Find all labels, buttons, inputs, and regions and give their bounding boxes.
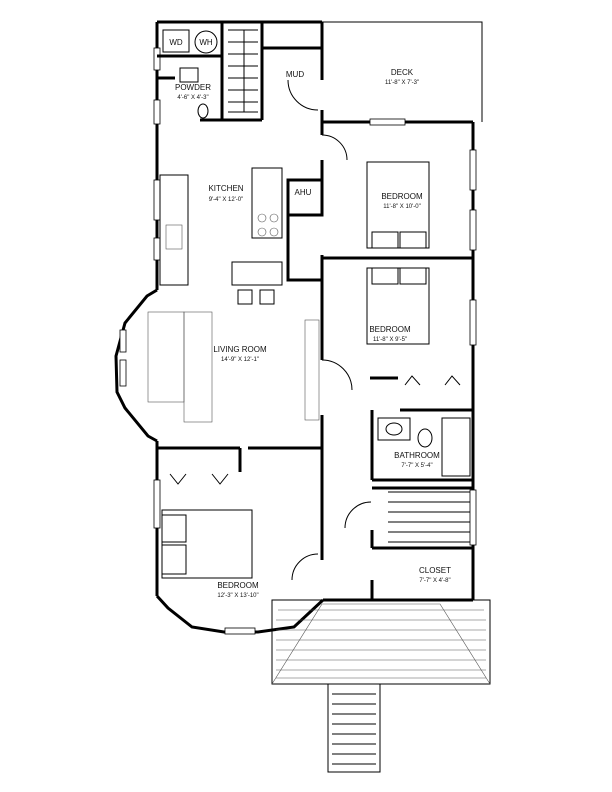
bedroom2-label: BEDROOM xyxy=(369,325,411,334)
kitchen-label: KITCHEN xyxy=(208,184,243,193)
kitchen-dims: 9'-4" X 12'-0" xyxy=(209,197,244,203)
door-swings xyxy=(169,79,461,581)
bedroom3-dims: 12'-3" X 13'-10" xyxy=(217,593,258,599)
bedroom2-dims: 11'-8" X 9'-5" xyxy=(373,337,407,343)
stairs-upper xyxy=(228,29,258,113)
bathroom-dims: 7'-7" X 5'-4" xyxy=(401,463,432,469)
wd-label: WD xyxy=(169,38,183,47)
bedroom1-dims: 11'-8" X 10'-0" xyxy=(383,204,420,210)
ahu-label: AHU xyxy=(295,188,312,197)
living-room-label: LIVING ROOM xyxy=(213,345,267,354)
bedroom3-label: BEDROOM xyxy=(217,581,259,590)
wh-label: WH xyxy=(199,38,213,47)
closet-dims: 7'-7" X 4'-8" xyxy=(419,578,450,584)
living-room-dims: 14'-9" X 12'-1" xyxy=(221,357,259,363)
stairs-lower xyxy=(388,491,470,543)
closet-label: CLOSET xyxy=(419,566,451,575)
exterior-walls xyxy=(114,20,483,634)
powder-label: POWDER xyxy=(175,83,211,92)
deck-label: DECK xyxy=(391,68,414,77)
front-porch xyxy=(271,599,491,773)
bathroom-label: BATHROOM xyxy=(394,451,440,460)
deck-dims: 11'-8" X 7'-3" xyxy=(385,80,419,86)
powder-dims: 4'-6" X 4'-3" xyxy=(177,95,208,101)
bedroom1-label: BEDROOM xyxy=(381,192,423,201)
windows xyxy=(119,47,477,635)
room-labels: WD WH MUD POWDER 4'-6" X 4'-3" DECK 11'-… xyxy=(169,38,451,599)
fixtures xyxy=(147,29,471,579)
mud-label: MUD xyxy=(286,70,304,79)
interior-walls xyxy=(157,22,473,600)
